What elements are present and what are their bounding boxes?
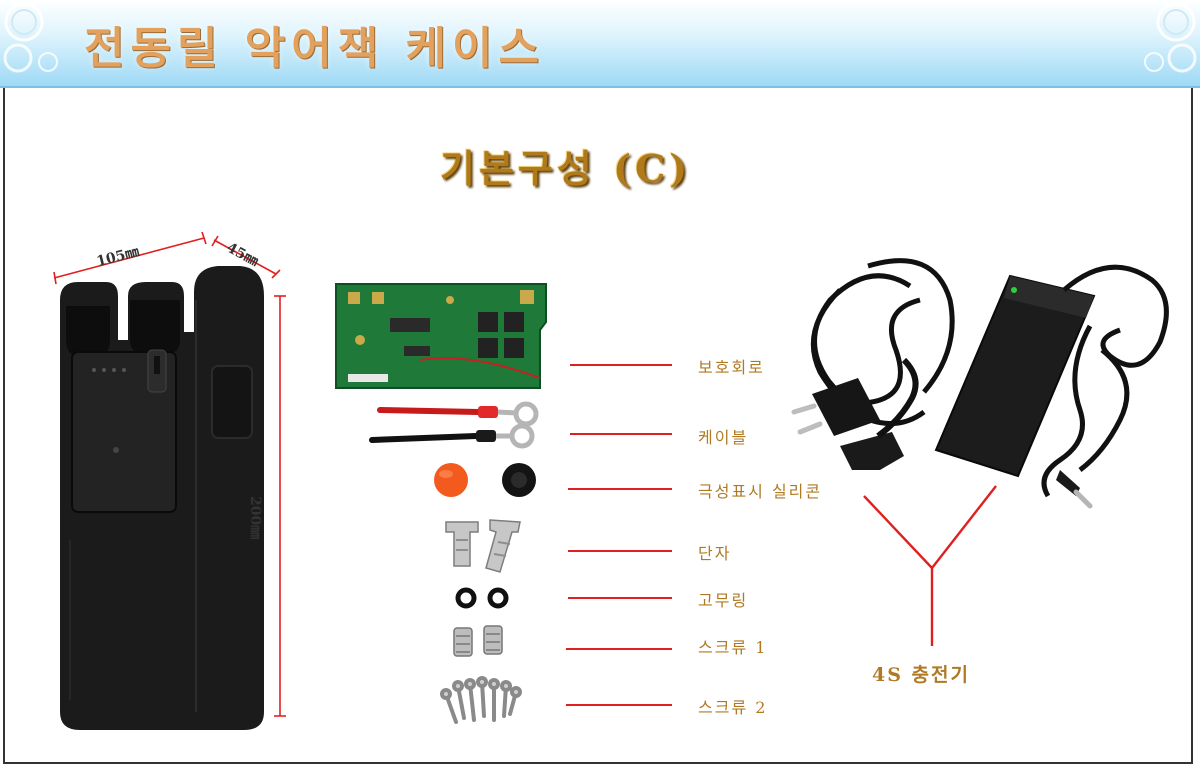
leader-lines [566, 364, 672, 706]
part-label-polarity-silicone: 극성표시 실리콘 [698, 482, 823, 501]
part-label-protection-circuit: 보호회로 [698, 358, 765, 377]
charger-label: 4S 충전기 [872, 664, 970, 686]
cable-icon [369, 401, 539, 449]
rubber-ring-icon [455, 587, 509, 609]
screw-icon [453, 625, 503, 657]
part-label-screw-2: 스크류 2 [698, 698, 768, 717]
screw-icon [440, 676, 522, 724]
bubble-decoration-icon [1144, 2, 1197, 73]
height-dimension-label: 200㎜ [247, 496, 263, 540]
content-frame [3, 88, 1193, 764]
part-label-screw-1: 스크류 1 [698, 638, 768, 657]
charger-connector-lines [863, 485, 997, 646]
silicone-cap-icon [434, 463, 536, 497]
part-label-terminal: 단자 [698, 544, 732, 563]
bubble-decoration-icon [3, 2, 58, 73]
header-banner: 전동릴 악어잭 케이스 [0, 0, 1200, 88]
section-title: 기본구성 (C) [440, 146, 692, 191]
battery-case-icon [60, 266, 264, 730]
part-label-rubber-ring: 고무링 [698, 591, 749, 610]
dimension-lines [53, 231, 286, 717]
pcb-icon [335, 283, 547, 389]
charger-icon [791, 258, 1169, 509]
page-title: 전동릴 악어잭 케이스 [84, 23, 545, 74]
terminal-icon [445, 519, 521, 573]
part-label-cable: 케이블 [698, 428, 749, 447]
